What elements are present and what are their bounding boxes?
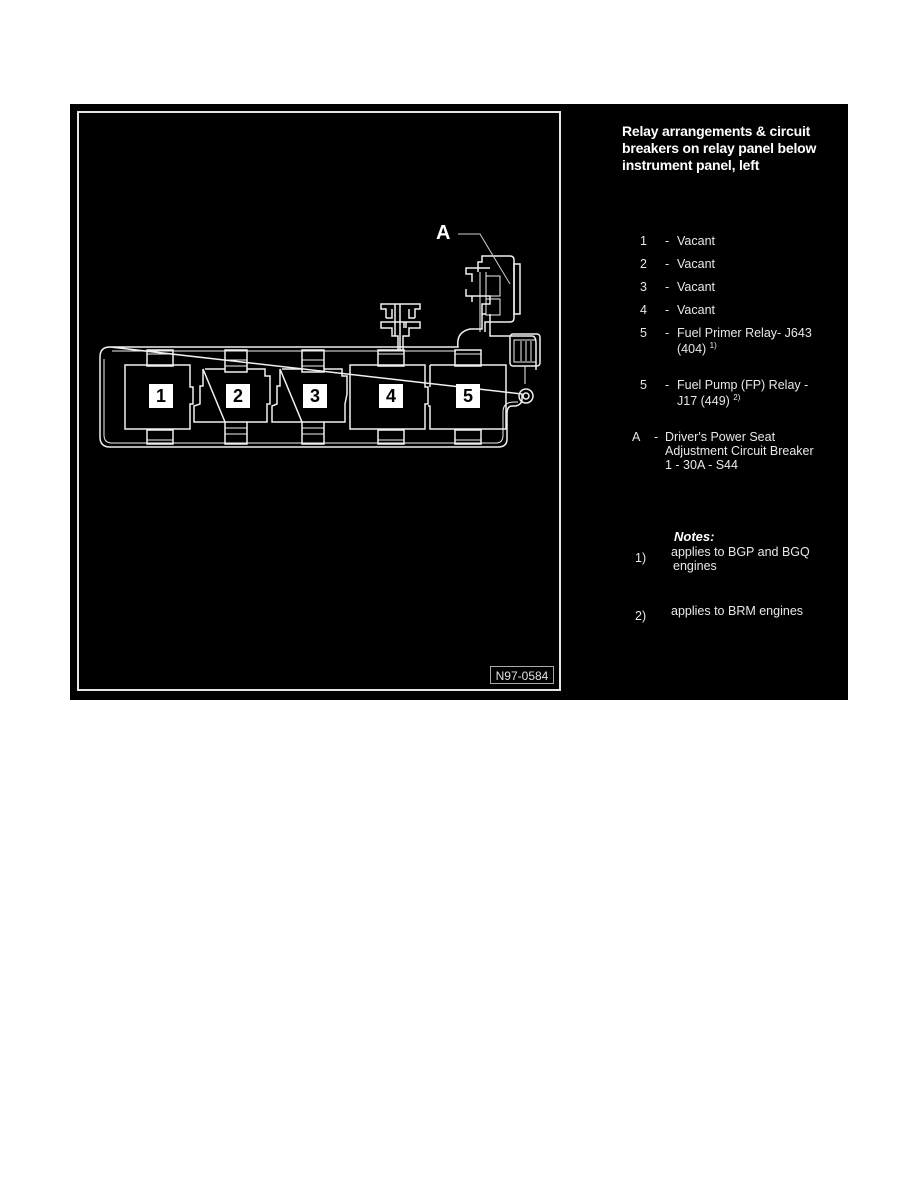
legend-text-line2: J17 (449) 2) xyxy=(677,393,741,408)
note-reference: 1) xyxy=(709,341,717,350)
legend-key: 4 xyxy=(640,303,647,317)
relay-5-label: 5 xyxy=(456,384,480,408)
legend-dash: - xyxy=(665,303,670,317)
relay-3-label: 3 xyxy=(303,384,327,408)
relay-1-outline xyxy=(124,349,194,445)
note-text-line2: engines xyxy=(673,559,717,573)
notes-heading: Notes: xyxy=(674,529,715,544)
legend-panel: Relay arrangements & circuit breakers on… xyxy=(620,104,848,700)
legend-key: 2 xyxy=(640,257,647,271)
legend-text: Vacant xyxy=(677,280,715,294)
legend-item-5-pump: 5 - Fuel Pump (FP) Relay - J17 (449) 2) xyxy=(640,378,850,410)
note-2: 2) applies to BRM engines xyxy=(635,604,845,624)
legend-text: Vacant xyxy=(677,257,715,271)
legend-dash: - xyxy=(665,280,670,294)
legend-text: Vacant xyxy=(677,234,715,248)
callout-a-label: A xyxy=(436,222,451,244)
legend-text: Driver's Power Seat xyxy=(665,430,776,444)
note-key: 2) xyxy=(635,609,647,623)
legend-text: Fuel Pump (FP) Relay - xyxy=(677,378,809,392)
legend-item-1: 1 - Vacant xyxy=(640,234,850,250)
legend-text: Fuel Primer Relay- J643 xyxy=(677,326,812,340)
legend-dash: - xyxy=(665,234,670,248)
relay-5-outline xyxy=(428,349,507,445)
relay-3-outline xyxy=(271,349,348,445)
legend-key: 5 xyxy=(640,326,647,340)
legend-text-line2: (404) 1) xyxy=(677,341,717,356)
legend-item-4: 4 - Vacant xyxy=(640,303,850,319)
legend-item-a: A - Driver's Power Seat Adjustment Circu… xyxy=(632,430,848,476)
relay-2-label: 2 xyxy=(226,384,250,408)
legend-item-3: 3 - Vacant xyxy=(640,280,850,296)
legend-text-line3: 1 - 30A - S44 xyxy=(665,458,738,472)
note-reference: 2) xyxy=(733,393,741,402)
note-text: applies to BRM engines xyxy=(671,604,804,618)
callout-a-leader xyxy=(458,233,511,285)
legend-title: Relay arrangements & circuit breakers on… xyxy=(622,123,817,173)
legend-key: 5 xyxy=(640,378,647,392)
note-text: applies to BGP and BGQ xyxy=(671,545,810,559)
legend-dash: - xyxy=(665,257,670,271)
relay-panel-drawing xyxy=(99,233,541,448)
figure-id-label: N97-0584 xyxy=(490,666,554,684)
legend-key: 3 xyxy=(640,280,647,294)
legend-key: 1 xyxy=(640,234,647,248)
relay-1-label: 1 xyxy=(149,384,173,408)
legend-dash: - xyxy=(654,430,659,444)
relay-2-outline xyxy=(193,349,271,445)
legend-item-2: 2 - Vacant xyxy=(640,257,850,273)
legend-text-line2: Adjustment Circuit Breaker xyxy=(665,444,814,458)
note-key: 1) xyxy=(635,551,647,565)
note-1: 1) applies to BGP and BGQ engines xyxy=(635,545,845,575)
relay-panel-figure: 1 2 3 4 5 A N97-0584 Relay arrangements … xyxy=(70,104,848,700)
legend-dash: - xyxy=(665,378,670,392)
relay-4-outline xyxy=(349,303,429,445)
legend-item-5-primer: 5 - Fuel Primer Relay- J643 (404) 1) xyxy=(640,326,850,358)
diagram-frame xyxy=(77,111,561,691)
legend-text: Vacant xyxy=(677,303,715,317)
legend-dash: - xyxy=(665,326,670,340)
legend-key: A xyxy=(632,430,641,444)
circuit-breaker-a-outline xyxy=(465,255,541,404)
relay-4-label: 4 xyxy=(379,384,403,408)
